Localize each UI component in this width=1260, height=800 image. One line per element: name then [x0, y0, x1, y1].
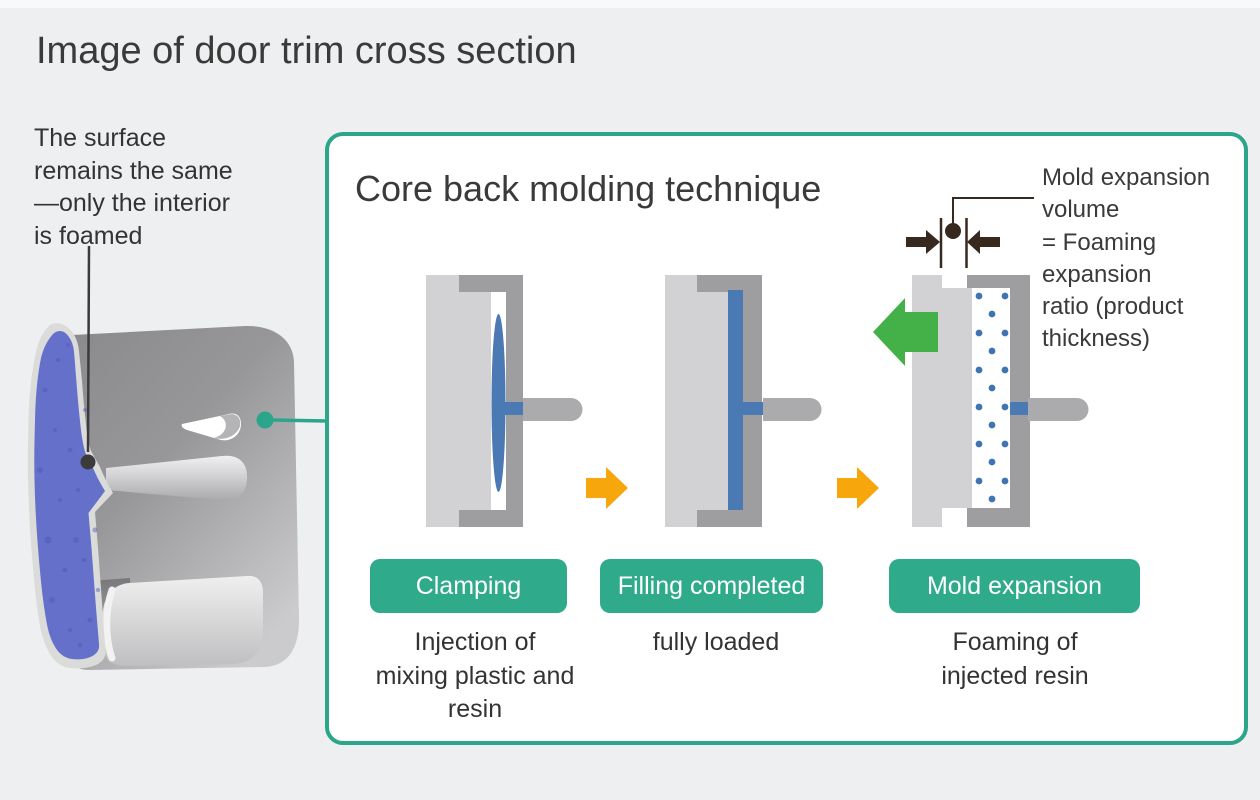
step-caption: Foaming of injected resin — [941, 628, 1089, 690]
page-title: Image of door trim cross section — [36, 30, 577, 72]
step-caption: Injection of mixing plastic and resin — [375, 628, 575, 723]
panel-title: Core back molding technique — [355, 168, 822, 209]
handle-slot-shade — [214, 414, 241, 439]
measure-dot — [945, 223, 961, 239]
mold-core-plate — [426, 275, 491, 527]
resin-gate — [498, 402, 523, 415]
measure-leader-line — [952, 197, 1034, 223]
top-strip — [0, 0, 1260, 8]
mold-frame-wall — [1010, 275, 1030, 527]
injection-nozzle — [1028, 398, 1089, 421]
foam-speckles — [37, 343, 101, 648]
door-trim-illustration — [27, 245, 328, 670]
measure-note: Mold expansion volume = Foaming expansio… — [1042, 164, 1211, 353]
resin-gate — [1010, 402, 1028, 415]
mold-frame-bottom — [459, 510, 523, 527]
armrest-bar — [106, 455, 248, 501]
step-caption: fully loaded — [652, 628, 780, 656]
inward-arrow-right-icon — [906, 230, 940, 254]
step-label-mold-expansion: Mold expansion — [889, 559, 1140, 613]
mold-frame-bottom — [697, 510, 762, 527]
mold-core-tongue — [942, 288, 972, 508]
mold-core-plate — [665, 275, 728, 527]
foamed-resin-bubbles — [972, 288, 1010, 508]
orange-right-arrow-icon — [837, 467, 879, 509]
green-left-arrow-icon — [873, 298, 938, 366]
step-label-clamping: Clamping — [370, 559, 567, 613]
injection-nozzle — [763, 398, 822, 421]
orange-right-arrow-icon — [586, 467, 628, 509]
mold-clamping — [426, 275, 583, 527]
mold-filling — [665, 275, 822, 527]
mold-expansion-measurement — [906, 197, 1034, 268]
surface-note: The surface remains the same —only the i… — [34, 124, 233, 250]
annotation-dot — [80, 454, 96, 470]
mold-frame-wall — [506, 275, 523, 527]
trim-foam — [34, 330, 105, 660]
resin-gate — [743, 402, 763, 415]
annotation-dot — [256, 411, 274, 429]
molding-process-diagrams — [426, 197, 1089, 527]
resin-filled — [728, 290, 743, 510]
step-label-filling-completed: Filling completed — [600, 559, 823, 613]
pocket-curl-highlight — [103, 586, 116, 662]
pocket-bar — [101, 575, 264, 666]
inward-arrow-left-icon — [967, 230, 1000, 254]
injection-nozzle — [523, 398, 583, 421]
mold-frame-bottom — [967, 508, 1030, 527]
surface-note-leader-line — [86, 245, 91, 453]
mold-frame-wall — [743, 275, 762, 527]
mold-expansion — [912, 275, 1089, 527]
panel-leader-line — [271, 418, 328, 423]
